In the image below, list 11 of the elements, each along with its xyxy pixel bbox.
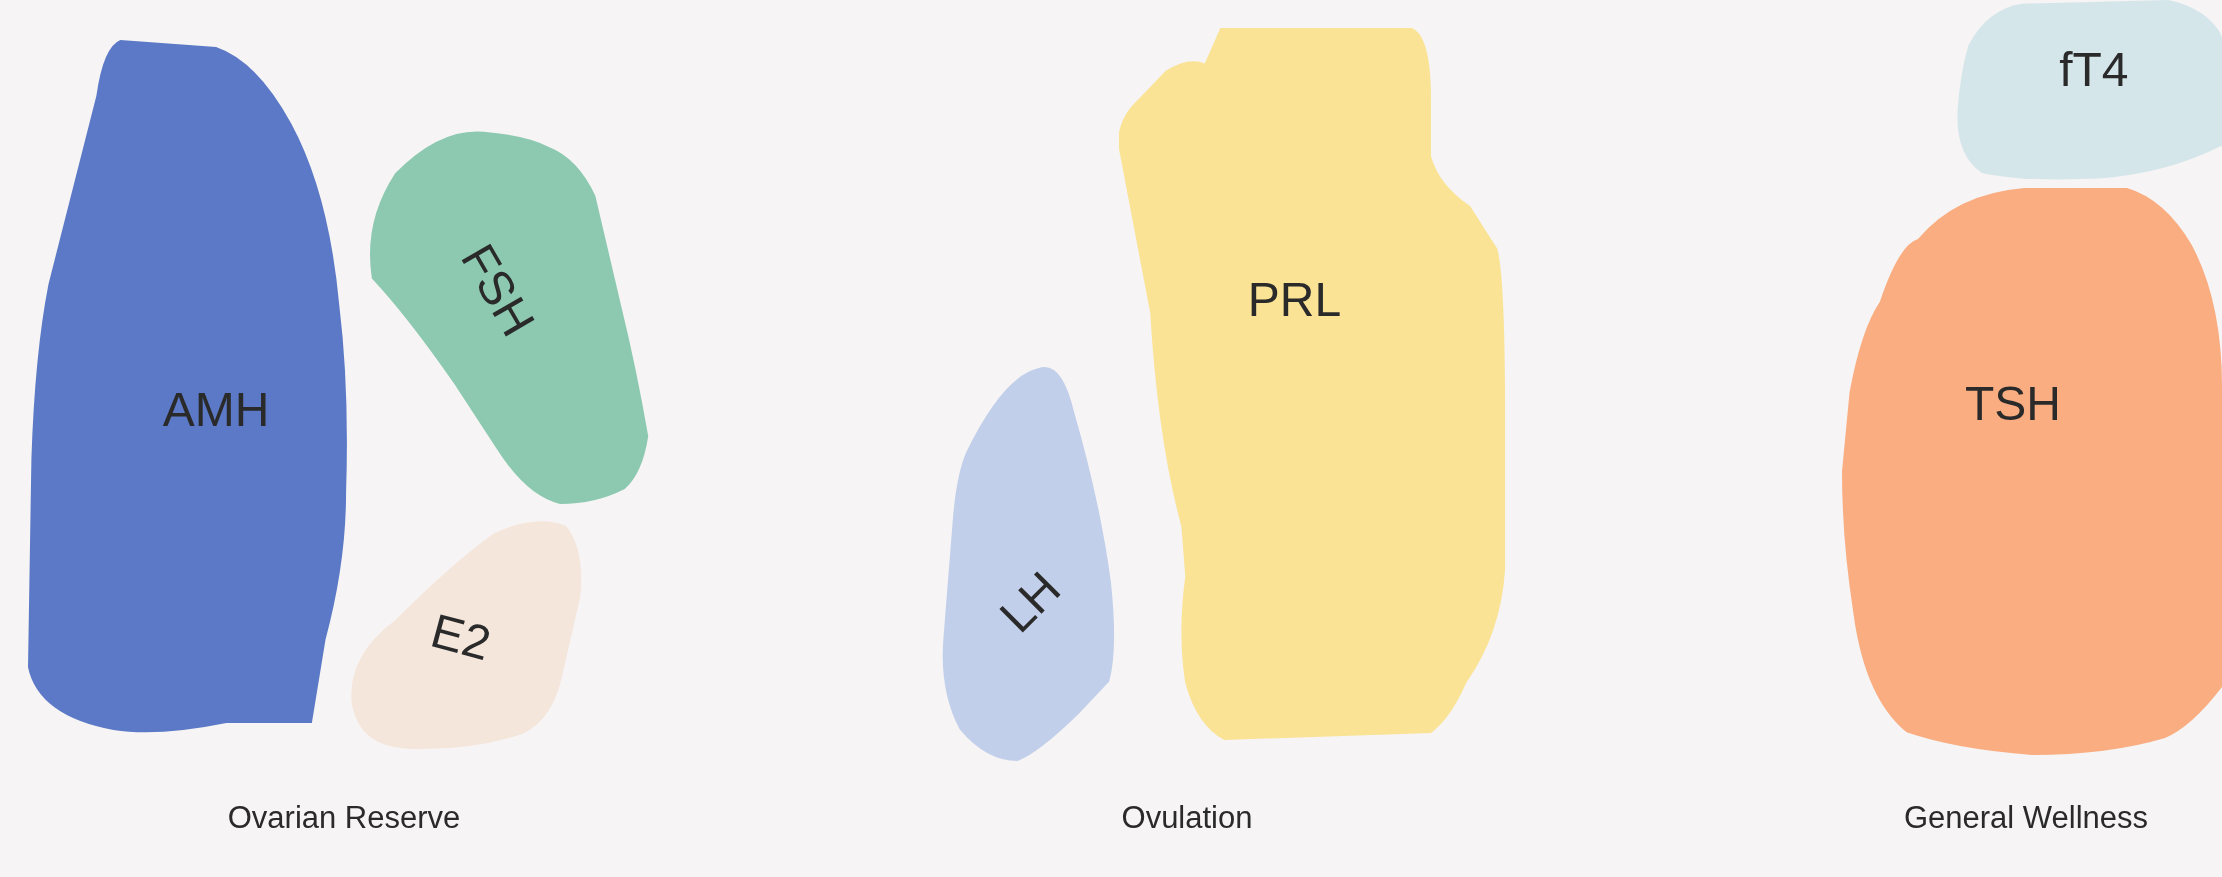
- hormone-label: PRL: [1247, 271, 1342, 327]
- hormone-blob: [1955, 0, 2222, 182]
- hormone-label: LH: [988, 561, 1072, 644]
- group-caption: Ovarian Reserve: [227, 800, 461, 836]
- group-caption: General Wellness: [1903, 800, 2149, 836]
- group-caption: Ovulation: [1121, 800, 1253, 836]
- hormone-label: TSH: [1965, 375, 2061, 431]
- hormone-label: AMH: [162, 381, 270, 437]
- hormone-label: fT4: [2059, 41, 2129, 97]
- hormone-label: E2: [425, 603, 497, 672]
- hormone-blob: [1842, 188, 2222, 755]
